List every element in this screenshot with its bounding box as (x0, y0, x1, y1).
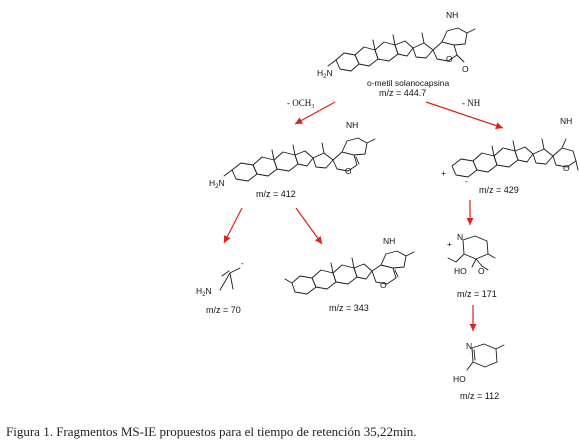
loss-nh-label: - NH (462, 98, 481, 108)
fragment-412-o-label: O (345, 166, 352, 176)
arrow-412-to-343 (295, 207, 323, 245)
parent-h2n-label: H2N (317, 68, 333, 80)
parent-o-label: O (446, 54, 453, 64)
fragment-429-o-label: O (563, 163, 570, 173)
fragment-171-o-label: O (478, 266, 485, 276)
arrow-412-to-70 (223, 207, 243, 244)
fragment-112-structure (466, 343, 505, 371)
fragment-171-structure (447, 235, 496, 271)
parent-ome-label: O (462, 64, 469, 74)
figure-caption: Figura 1. Fragmentos MS-IE propuestos pa… (6, 424, 417, 439)
mz-429-label: m/z = 429 (479, 185, 519, 195)
parent-structure (327, 27, 476, 72)
loss-och3-label: - OCH3 (287, 98, 314, 110)
fragment-429-minus: - (465, 176, 468, 186)
fragment-412-h2n-label: H2N (209, 178, 225, 190)
fragment-343-structure (284, 250, 415, 295)
fragment-412-structure (223, 137, 376, 182)
fragment-70-minus: - (241, 258, 244, 268)
mz-412-label: m/z = 412 (256, 189, 296, 199)
fragment-70-structure (219, 267, 241, 291)
fragment-171-plus: + (447, 239, 452, 249)
mz-171-label: m/z = 171 (457, 289, 497, 299)
arrow-loss-och3 (294, 101, 336, 125)
mz-343-label: m/z = 343 (329, 303, 369, 313)
fragment-412-nh-label: NH (346, 120, 358, 130)
parent-nh-label: NH (446, 10, 458, 20)
fragment-343-nh-label: NH (383, 236, 395, 246)
mz-112-label: m/z = 112 (460, 391, 499, 401)
fragment-171-n-label: N (457, 232, 463, 242)
fragment-70-h2n-label: H2N (196, 286, 212, 298)
mz-70-label: m/z = 70 (206, 305, 241, 315)
compound-name: o-metil solanocapsina (367, 78, 449, 88)
fragment-429-structure (451, 138, 579, 178)
fragment-343-o-label: O (380, 280, 387, 290)
fragment-429-plus: + (441, 168, 446, 178)
fragment-112-n-label: N (466, 341, 472, 351)
fragment-171-ho-label: HO (454, 266, 467, 276)
parent-mz-label: m/z = 444.7 (379, 88, 426, 98)
arrow-loss-nh (425, 101, 504, 130)
fragment-112-ho-label: HO (453, 374, 466, 384)
fragment-429-nh-label: NH (560, 116, 572, 126)
